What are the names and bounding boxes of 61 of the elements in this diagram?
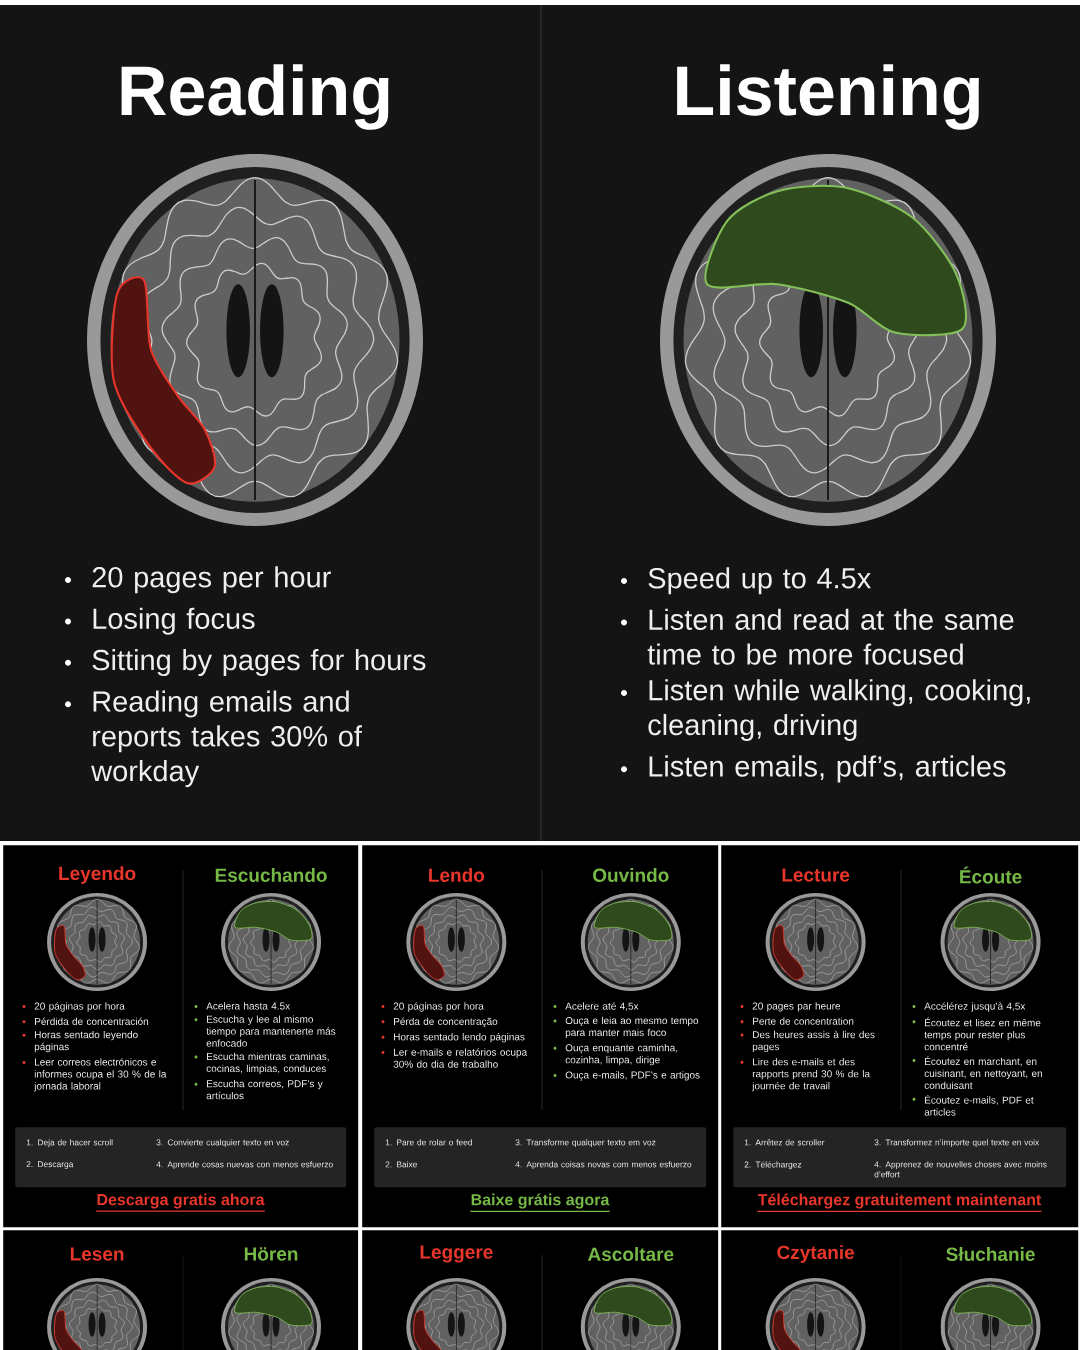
- panel-heading: Słuchanie: [946, 1247, 1035, 1261]
- bullet-item: Listen and read at the same time to be more focused: [621, 608, 1014, 665]
- panel-heading: Leyendo: [59, 866, 136, 884]
- bullet-item: Listen while walking, cooking, cleaning, driving: [621, 679, 1030, 741]
- panel-heading: Leggere: [420, 1245, 493, 1263]
- step-item: 2. Baixe: [385, 1161, 418, 1168]
- bullet-item: Ler e-mails e relatórios ocupa 30% do dia de trabalho: [381, 1048, 528, 1068]
- bullet-item: Pérda de concentração: [381, 1017, 498, 1028]
- step-item: 1. Pare de rolar o feed: [385, 1139, 472, 1146]
- step-item: 1. Deja de hacer scroll: [26, 1139, 113, 1148]
- panel-heading: Hören: [244, 1247, 298, 1261]
- bullet-item: Accélérez jusqu’à 4,5x: [912, 1002, 1026, 1012]
- bullet-item: 20 páginas por hora: [381, 1002, 484, 1012]
- panel-heading: Lendo: [429, 868, 485, 882]
- bullet-item: Losing focus: [65, 607, 255, 635]
- step-item: 3. Transforme qualquer texto em voz: [515, 1139, 656, 1148]
- bullet-item: Des heures assis à lire des pages: [740, 1030, 875, 1053]
- panel-heading: Lesen: [70, 1247, 124, 1261]
- heading: Listening: [677, 64, 979, 130]
- panel-heading: Lecture: [782, 868, 850, 882]
- download-link: Téléchargez gratuitement maintenant: [756, 1193, 1043, 1212]
- bullet-item: Écoutez et lisez en même temps pour rester plus concentré: [912, 1017, 1041, 1051]
- step-item: 4. Apprenez de nouvelles choses avec moins d’effort: [874, 1161, 1047, 1178]
- panel-heading: Ascoltare: [587, 1247, 674, 1261]
- download-link: Descarga gratis ahora: [95, 1193, 266, 1212]
- panel-heading: Ouvindo: [593, 868, 669, 882]
- bullet-item: Horas sentado lendo páginas: [381, 1032, 525, 1043]
- download-link: Baixe grátis agora: [469, 1193, 611, 1212]
- bullet-item: Ouça e-mails, PDF’s e artigos: [553, 1071, 700, 1081]
- bullet-item: Speed up to 4.5x: [621, 567, 871, 595]
- bullet-item: Ouça enquante caminha, cozinha, limpa, dirige: [553, 1044, 678, 1066]
- bullet-item: 20 pages per hour: [65, 566, 331, 594]
- bullet-item: Escucha correos, PDF’s y artículos: [194, 1079, 323, 1100]
- bullet-item: Écoutez e-mails, PDF et articles: [912, 1094, 1034, 1116]
- heading: Reading: [121, 64, 389, 130]
- bullet-item: Perte de concentration: [740, 1017, 854, 1025]
- step-item: 4. Aprende cosas nuevas con menos esfuerzo: [156, 1161, 333, 1170]
- panel-heading: Escuchando: [215, 868, 327, 882]
- bullet-item: Sitting by pages for hours: [65, 649, 426, 677]
- bullet-item: 20 páginas por hora: [22, 1002, 125, 1012]
- bullet-item: Reading emails and reports takes 30% of workday: [65, 690, 362, 788]
- bullet-item: Ouça e leia ao mesmo tempo para manter mais foco: [553, 1016, 699, 1039]
- panel-heading: Czytanie: [777, 1245, 854, 1263]
- bullet-item: Écoutez en marchant, en cuisinant, en nettoyant, en conduisant: [912, 1056, 1042, 1089]
- bullet-item: Lire des e-mails et des rapports prend 30 % de la journée de travail: [740, 1058, 871, 1092]
- bullet-item: Escucha y lee al mismo tiempo para mantenerte más enfocado: [194, 1015, 336, 1047]
- step-item: 2. Téléchargez: [744, 1161, 802, 1170]
- panel-heading: Écoute: [960, 866, 1022, 884]
- bullet-item: Acelera hasta 4.5x: [194, 1002, 290, 1010]
- step-item: 4. Aprenda coisas novas com menos esfuerzo: [515, 1161, 692, 1170]
- bullet-item: Listen emails, pdf’s, articles: [621, 755, 1006, 783]
- step-item: 3. Convierte cualquier texto en voz: [156, 1139, 289, 1148]
- step-item: 1. Arrêtez de scroller: [744, 1139, 825, 1146]
- bullet-item: Acelere até 4,5x: [553, 1002, 639, 1011]
- bullet-item: Leer correos electrónicos e informes ocupa el 30 % de la jornada laboral: [22, 1058, 167, 1092]
- bullet-item: Horas sentado leyendo páginas: [22, 1030, 138, 1053]
- bullet-item: Escucha mientras caminas, cocinas, limpias, conduces: [194, 1052, 329, 1074]
- bullet-item: Pérdida de concentración: [22, 1017, 149, 1025]
- bullet-item: 20 pages par heure: [740, 1002, 841, 1012]
- step-item: 3. Transformez n’importe quel texte en voix: [874, 1139, 1040, 1148]
- step-item: 2. Descarga: [26, 1161, 74, 1169]
